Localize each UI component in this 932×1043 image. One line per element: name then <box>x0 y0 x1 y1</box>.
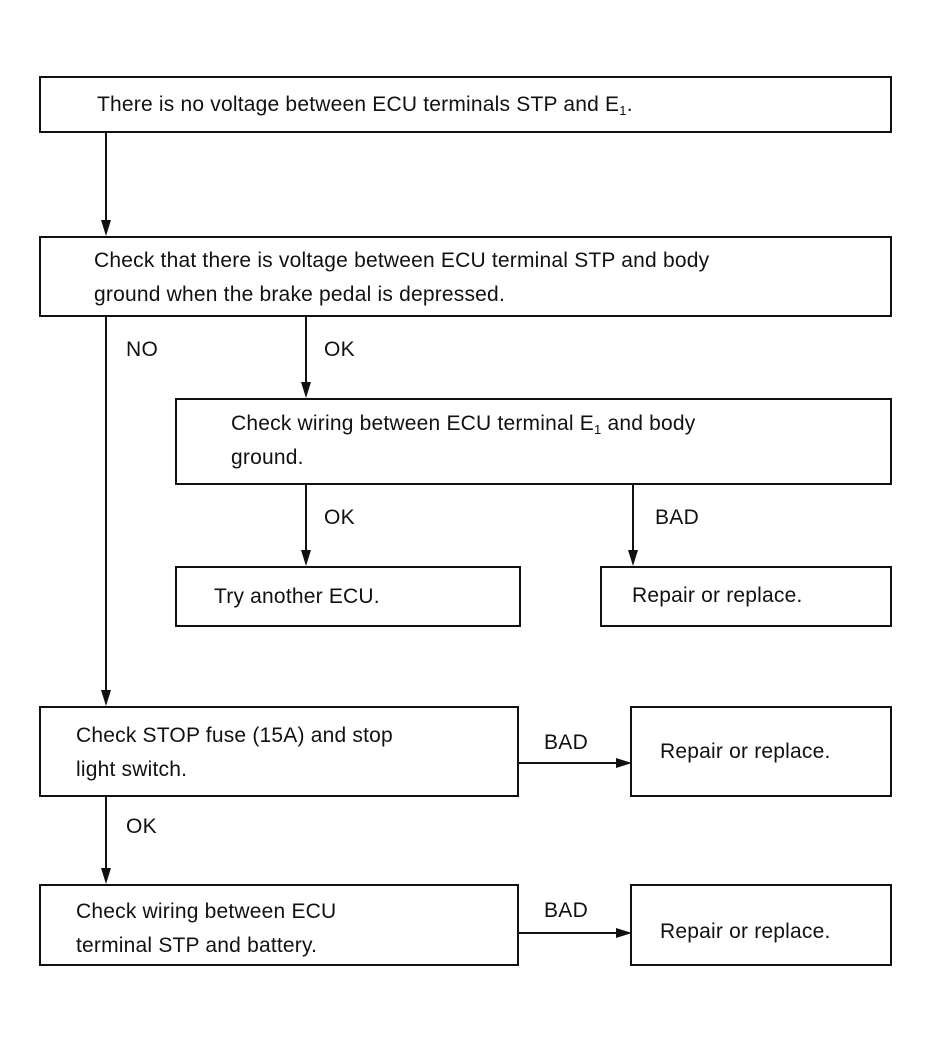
arrowhead <box>101 220 111 236</box>
check-wiring-e1-text: Check wiring between ECU terminal E <box>231 412 594 435</box>
arrowhead <box>616 928 632 938</box>
arrowhead <box>616 758 632 768</box>
arrowhead <box>301 550 311 566</box>
check-wiring-e1-line2: ground. <box>231 446 304 469</box>
repair-text-1: Repair or replace. <box>632 584 803 607</box>
check-wiring-battery-line1: Check wiring between ECU <box>76 900 337 923</box>
check-wiring-e1-sub: 1 <box>593 422 602 437</box>
check-fuse-box: Check STOP fuse (15A) and stop light swi… <box>39 706 519 797</box>
label-ok-2: OK <box>324 506 355 529</box>
start-text-main: There is no voltage between ECU terminal… <box>97 93 620 116</box>
repair-text-2: Repair or replace. <box>660 740 831 763</box>
check-wiring-e1-text-end: and body <box>601 412 696 435</box>
label-ok-1: OK <box>324 338 355 361</box>
start-text-sub: 1 <box>619 103 627 118</box>
start-text-end: . <box>626 93 633 116</box>
check-voltage-box: Check that there is voltage between ECU … <box>39 236 892 317</box>
check-fuse-line1: Check STOP fuse (15A) and stop <box>76 724 393 747</box>
repair-text-3: Repair or replace. <box>660 920 831 943</box>
arrowhead <box>101 868 111 884</box>
check-wiring-e1-line1: Check wiring between ECU terminal E1 and… <box>231 407 695 447</box>
check-voltage-line2: ground when the brake pedal is depressed… <box>94 283 505 306</box>
start-box: There is no voltage between ECU terminal… <box>39 76 892 133</box>
check-fuse-line2: light switch. <box>76 758 188 781</box>
repair-box-1: Repair or replace. <box>600 566 892 627</box>
label-bad-3: BAD <box>544 899 589 922</box>
try-ecu-box: Try another ECU. <box>175 566 521 627</box>
check-voltage-line1: Check that there is voltage between ECU … <box>94 249 710 272</box>
label-no: NO <box>126 338 159 361</box>
try-ecu-text: Try another ECU. <box>214 585 380 608</box>
start-text: There is no voltage between ECU terminal… <box>97 88 633 128</box>
repair-box-2: Repair or replace. <box>630 706 892 797</box>
label-bad-1: BAD <box>655 506 700 529</box>
arrowhead <box>301 382 311 398</box>
check-wiring-battery-line2: terminal STP and battery. <box>76 934 318 957</box>
arrowhead <box>101 690 111 706</box>
label-ok-3: OK <box>126 815 157 838</box>
check-wiring-battery-box: Check wiring between ECU terminal STP an… <box>39 884 519 966</box>
arrowhead <box>628 550 638 566</box>
check-wiring-e1-box: Check wiring between ECU terminal E1 and… <box>175 398 892 485</box>
repair-box-3: Repair or replace. <box>630 884 892 966</box>
label-bad-2: BAD <box>544 731 589 754</box>
